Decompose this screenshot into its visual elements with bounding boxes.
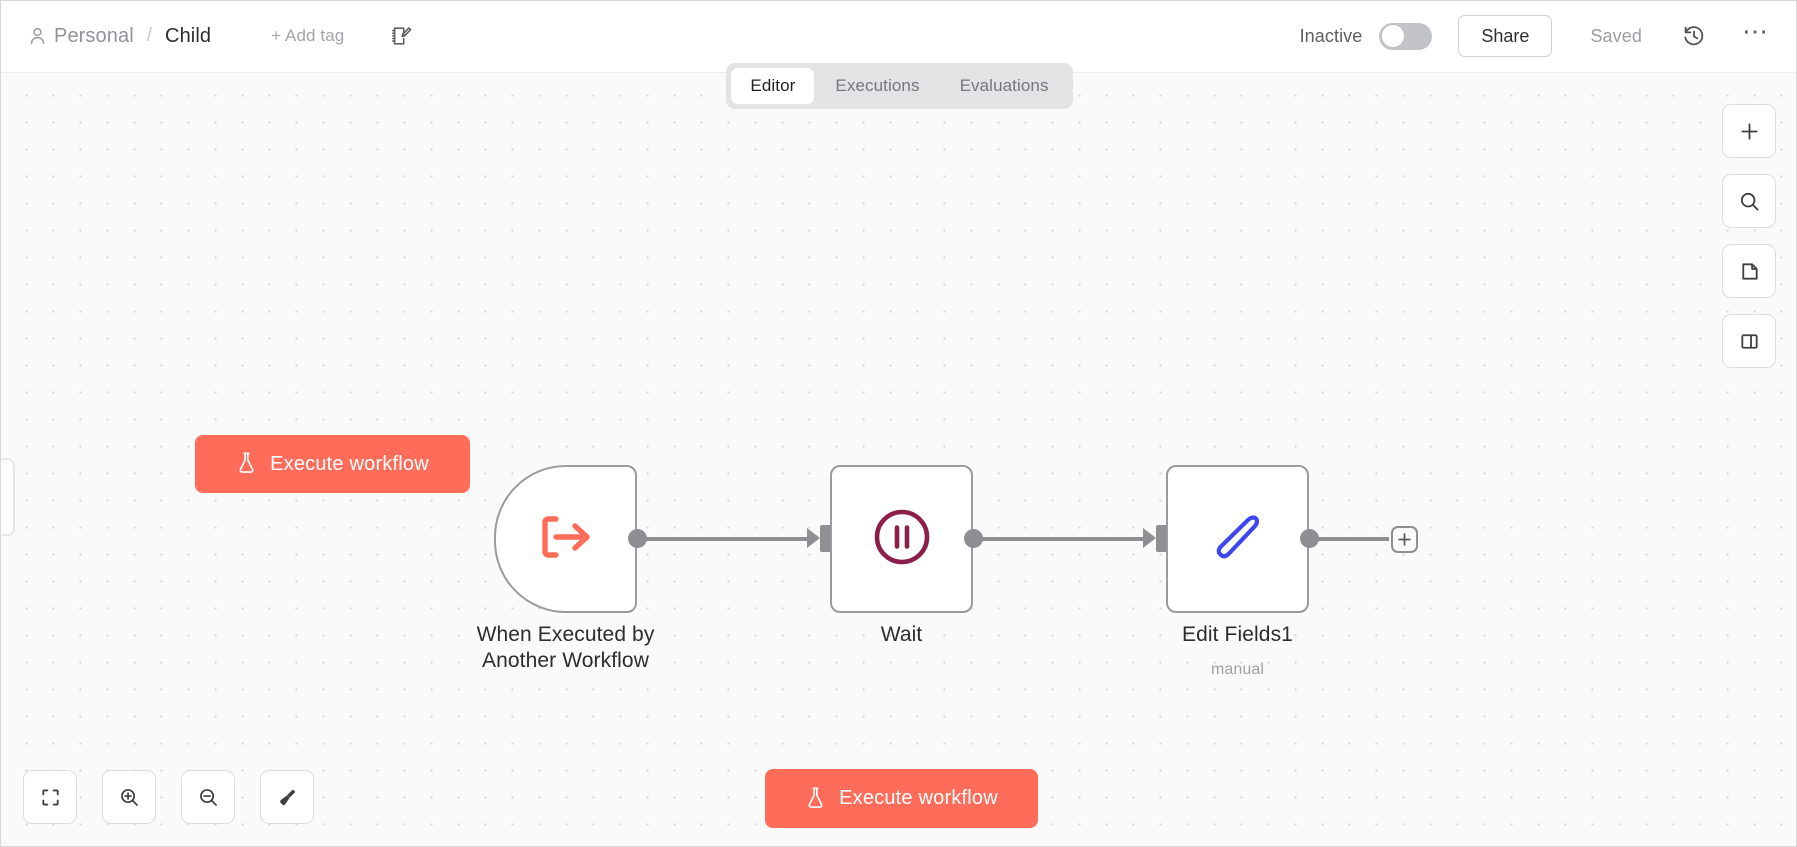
plus-icon — [1398, 533, 1411, 546]
execute-workflow-trigger-icon — [534, 509, 598, 570]
pause-circle-icon — [872, 507, 932, 572]
tab-editor[interactable]: Editor — [731, 68, 815, 104]
connection-edit-fields-to-add[interactable] — [1317, 537, 1389, 541]
activation-toggle[interactable] — [1379, 22, 1433, 50]
flask-icon — [236, 451, 257, 477]
connection-trigger-to-wait[interactable] — [645, 537, 813, 541]
output-port-edit-fields1[interactable] — [1300, 529, 1319, 548]
breadcrumb-project[interactable]: Personal — [54, 24, 134, 47]
search-nodes-button[interactable] — [1722, 174, 1776, 228]
sticky-note-icon — [1741, 262, 1758, 280]
tidy-up-button[interactable] — [260, 770, 314, 824]
add-sticky-note-button[interactable] — [1722, 244, 1776, 298]
canvas-right-toolbar — [1722, 104, 1776, 368]
breadcrumb: Personal / Child — [29, 25, 211, 48]
output-port-trigger[interactable] — [628, 529, 647, 548]
panel-layout-icon — [1740, 333, 1758, 349]
breadcrumb-separator: / — [146, 25, 153, 46]
zoom-out-button[interactable] — [181, 770, 235, 824]
zoom-to-fit-button[interactable] — [23, 770, 77, 824]
person-icon — [29, 27, 46, 45]
toggle-knob — [1381, 25, 1404, 47]
activation-status-label: Inactive — [1299, 25, 1363, 46]
zoom-in-icon — [120, 788, 138, 806]
node-subtitle-edit-fields1: manual — [1210, 661, 1265, 678]
node-label-wait: Wait — [880, 623, 923, 646]
page-title[interactable]: Child — [165, 24, 212, 47]
add-node-after-edit-fields-button[interactable] — [1391, 526, 1418, 553]
output-port-wait[interactable] — [964, 529, 983, 548]
execute-workflow-label-bottom: Execute workflow — [839, 787, 998, 809]
connection-arrow-edit-fields — [1143, 528, 1156, 548]
zoom-out-icon — [199, 788, 217, 806]
node-label-trigger: When Executed by Another Workflow — [476, 623, 655, 673]
app-header: Personal / Child + Add tag Inactive Shar… — [1, 1, 1796, 71]
offscreen-node-partial — [1, 458, 15, 536]
add-node-button[interactable] — [1722, 104, 1776, 158]
canvas-bottom-toolbar — [23, 770, 314, 824]
history-clock-icon[interactable] — [1682, 24, 1706, 48]
share-button[interactable]: Share — [1458, 15, 1553, 57]
node-edit-fields1[interactable] — [1166, 465, 1309, 613]
plus-icon — [1740, 122, 1758, 140]
add-tag-button[interactable]: + Add tag — [271, 26, 345, 45]
node-when-executed-by-another-workflow[interactable] — [494, 465, 637, 613]
input-port-wait[interactable] — [820, 525, 832, 552]
broom-icon — [279, 788, 295, 805]
pen-icon — [1207, 506, 1269, 573]
workflow-canvas[interactable]: Execute workflow When Executed by Anothe… — [1, 72, 1796, 846]
connection-wait-to-edit-fields[interactable] — [981, 537, 1149, 541]
execute-workflow-label-top: Execute workflow — [270, 452, 429, 475]
zoom-in-button[interactable] — [102, 770, 156, 824]
input-port-edit-fields[interactable] — [1156, 525, 1168, 552]
execute-workflow-button-top[interactable]: Execute workflow — [195, 435, 470, 493]
tab-evaluations[interactable]: Evaluations — [959, 76, 1049, 95]
execute-workflow-button-bottom[interactable]: Execute workflow — [765, 769, 1038, 828]
node-wait[interactable] — [830, 465, 973, 613]
save-status-label: Saved — [1590, 25, 1642, 46]
tab-bar: Editor Executions Evaluations — [1, 63, 1796, 109]
toggle-panel-button[interactable] — [1722, 314, 1776, 368]
connection-arrow-wait — [807, 528, 820, 548]
search-icon — [1740, 192, 1759, 211]
node-label-edit-fields1: Edit Fields1 — [1182, 623, 1293, 646]
fit-screen-icon — [41, 788, 59, 806]
notebook-edit-icon[interactable] — [390, 25, 412, 47]
ellipsis-icon[interactable]: ⋯ — [1742, 16, 1770, 46]
flask-icon — [805, 786, 826, 812]
tab-executions[interactable]: Executions — [835, 76, 920, 95]
